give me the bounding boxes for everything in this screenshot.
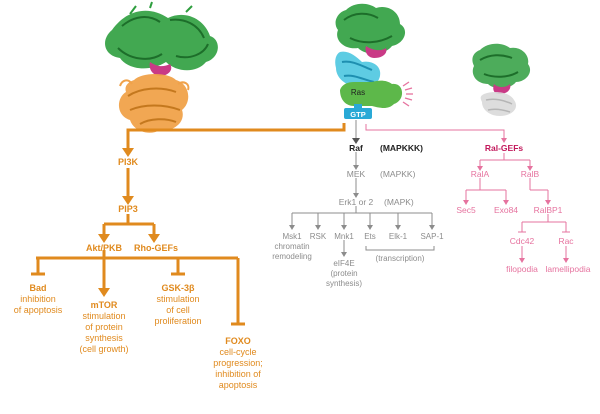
msk1-effect-line: remodeling	[272, 252, 312, 261]
pi3k-branch-lines	[31, 123, 346, 326]
eif4e-effect-line: (protein	[330, 269, 357, 278]
akt-pkb-node: Akt/PKB	[86, 243, 123, 253]
gtp-label: GTP	[350, 110, 365, 119]
exo84-node: Exo84	[494, 205, 518, 215]
ras-pi3k-complex-structure	[105, 1, 218, 133]
gsk3b-effect-line: of cell	[166, 305, 190, 315]
ras-gtp-badge: Ras GTP	[340, 80, 413, 119]
ral-gefs-node: Ral-GEFs	[485, 143, 524, 153]
pi3k-branch-arrowheads	[98, 148, 160, 297]
foxo-name: FOXO	[225, 336, 251, 346]
ralbp1-node: RalBP1	[534, 205, 563, 215]
mtor-effect-line: (cell growth)	[79, 344, 128, 354]
mapk-cascade-arrowheads	[289, 165, 435, 257]
rac-node: Rac	[558, 236, 574, 246]
ral-branch-arrowheads	[463, 138, 569, 263]
rala-node: RalA	[471, 169, 490, 179]
eif4e-effect-line: eIF4E	[333, 259, 354, 268]
rho-gefs-node: Rho-GEFs	[134, 243, 178, 253]
ras-label: Ras	[351, 88, 365, 97]
mek-class-label: (MAPKK)	[380, 169, 416, 179]
ral-branch-lines	[365, 124, 570, 258]
mek-node: MEK	[347, 169, 366, 179]
foxo-effect-line: cell-cycle	[219, 347, 256, 357]
mtor-effect-line: of protein	[85, 322, 123, 332]
ras-ralgef-complex-structure	[472, 43, 531, 116]
mtor-effect-line: synthesis	[85, 333, 123, 343]
mtor-name: mTOR	[91, 300, 118, 310]
bad-name: Bad	[29, 283, 46, 293]
gsk3b-effect-line: proliferation	[154, 316, 201, 326]
raf-branch-arrowheads	[352, 138, 360, 144]
ras-activation-burst	[402, 81, 413, 107]
raf-node: Raf	[349, 143, 363, 153]
msk1-node: Msk1	[282, 232, 302, 241]
bad-effect-line: of apoptosis	[14, 305, 63, 315]
filopodia-node: filopodia	[506, 264, 538, 274]
cdc42-node: Cdc42	[510, 236, 535, 246]
elk1-node: Elk-1	[389, 232, 408, 241]
bad-target: Bad inhibition of apoptosis	[14, 283, 63, 315]
ras-raf-complex-structure	[335, 3, 406, 88]
ralb-node: RalB	[521, 169, 540, 179]
sec5-node: Sec5	[456, 205, 476, 215]
foxo-effect-line: progression;	[213, 358, 263, 368]
sap1-node: SAP-1	[420, 232, 444, 241]
rsk-node: RSK	[310, 232, 327, 241]
mtor-target: mTOR stimulation of protein synthesis (c…	[79, 300, 128, 354]
foxo-target: FOXO cell-cycle progression; inhibition …	[213, 336, 263, 390]
gsk3b-effect-line: stimulation	[156, 294, 199, 304]
foxo-effect-line: inhibition of	[215, 369, 261, 379]
raf-class-label: (MAPKKK)	[380, 143, 423, 153]
foxo-effect-line: apoptosis	[219, 380, 258, 390]
ets-node: Ets	[364, 232, 376, 241]
pi3k-node: PI3K	[118, 157, 139, 167]
gsk3b-name: GSK-3β	[162, 283, 196, 293]
erk-class-label: (MAPK)	[384, 197, 414, 207]
lamellipodia-node: lamellipodia	[546, 264, 591, 274]
transcription-label: (transcription)	[376, 254, 425, 263]
bad-effect-line: inhibition	[20, 294, 56, 304]
msk1-effect-line: chromatin	[274, 242, 309, 251]
pip3-node: PIP3	[118, 204, 138, 214]
erk-node: Erk1 or 2	[339, 197, 374, 207]
eif4e-effect-line: synthesis)	[326, 279, 362, 288]
mnk1-node: Mnk1	[334, 232, 354, 241]
mtor-effect-line: stimulation	[82, 311, 125, 321]
raf-branch-lines	[291, 120, 435, 252]
gsk3b-target: GSK-3β stimulation of cell proliferation	[154, 283, 201, 326]
